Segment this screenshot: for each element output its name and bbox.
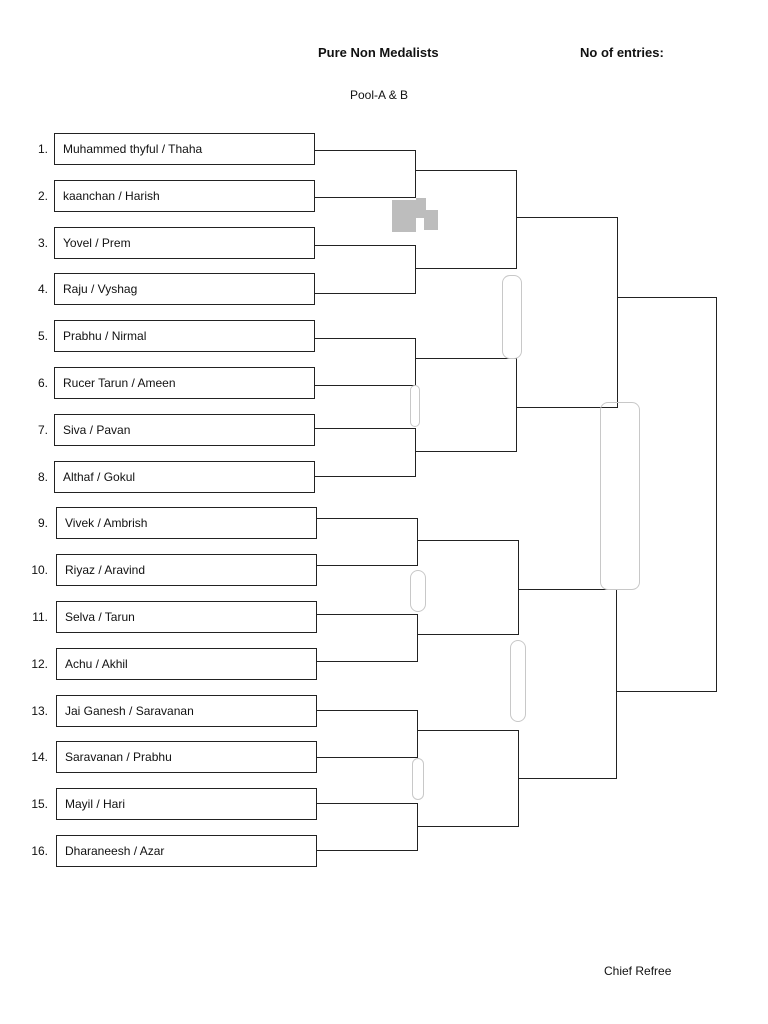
entry-name-box: Mayil / Hari [56,788,317,820]
scan-smudge [412,758,424,800]
scan-mark [392,200,416,232]
bracket-line [617,297,717,298]
entry-number: 3. [37,236,48,250]
entry-number: 16. [31,844,48,858]
entry-name-box: Riyaz / Aravind [56,554,317,586]
bracket-line [315,197,416,198]
bracket-line [417,614,418,662]
entry-name-box: Selva / Tarun [56,601,317,633]
entry-name-box: Prabhu / Nirmal [54,320,315,352]
entry-number: 11. [32,610,48,624]
bracket-line [317,614,418,615]
bracket-line [616,589,617,779]
entry-name-box: Rucer Tarun / Ameen [54,367,315,399]
bracket-line [317,518,418,519]
bracket-line [417,540,519,541]
entry-name-box: Muhammed thyful / Thaha [54,133,315,165]
scan-smudge [502,275,522,359]
bracket-line [415,338,416,386]
bracket-line [415,358,517,359]
bracket-line [417,518,418,566]
bracket-line [317,565,418,566]
bracket-line [317,757,418,758]
bracket-line [315,476,416,477]
entry-name-box: Yovel / Prem [54,227,315,259]
bracket-line [315,385,416,386]
entry-name-box: kaanchan / Harish [54,180,315,212]
entry-number: 14. [31,750,48,764]
bracket-line [317,850,418,851]
entry-number: 6. [37,376,48,390]
entry-number: 2. [37,189,48,203]
bracket-line [415,150,416,198]
entry-number: 4. [37,282,48,296]
bracket-line [516,407,618,408]
bracket-line [317,710,418,711]
entry-name-box: Raju / Vyshag [54,273,315,305]
chief-referee-label: Chief Refree [604,964,672,978]
scan-smudge [410,385,420,427]
bracket-line [516,170,517,269]
bracket-line [417,803,418,851]
bracket-line [315,428,416,429]
entry-name-box: Vivek / Ambrish [56,507,317,539]
entry-name-box: Althaf / Gokul [54,461,315,493]
bracket-line [516,217,618,218]
scan-mark [424,210,438,230]
bracket-line [417,710,418,758]
entry-name-box: Siva / Pavan [54,414,315,446]
bracket-line [716,297,717,692]
entry-number: 15. [31,797,48,811]
entry-name-box: Dharaneesh / Azar [56,835,317,867]
scan-smudge [510,640,526,722]
bracket-line [415,428,416,477]
entry-name-box: Jai Ganesh / Saravanan [56,695,317,727]
bracket-line [317,803,418,804]
bracket-line [415,268,517,269]
entry-number: 8. [37,470,48,484]
pool-label: Pool-A & B [350,88,409,102]
entry-number: 9. [37,516,48,530]
entry-number: 13. [31,704,48,718]
entry-number: 1. [37,142,48,156]
bracket-line [518,778,617,779]
bracket-line [617,217,618,408]
scan-smudge [410,570,426,612]
entry-number: 10. [31,563,48,577]
entry-name-box: Achu / Akhil [56,648,317,680]
bracket-line [315,293,416,294]
bracket-line [415,451,517,452]
bracket-line [516,358,517,452]
bracket-line [417,634,519,635]
scan-mark [416,198,426,218]
entry-number: 5. [37,329,48,343]
bracket-line [315,245,416,246]
bracket-line [518,589,617,590]
bracket-line [315,150,416,151]
bracket-line [415,245,416,294]
bracket-line [315,338,416,339]
bracket-line [317,661,418,662]
bracket-line [415,170,517,171]
entry-number: 7. [37,423,48,437]
entries-count-label: No of entries: [580,45,664,60]
bracket-line [417,826,519,827]
page-title: Pure Non Medalists [318,45,439,60]
entry-name-box: Saravanan / Prabhu [56,741,317,773]
bracket-line [616,691,717,692]
scan-smudge [600,402,640,590]
entry-number: 12. [31,657,48,671]
bracket-line [518,540,519,635]
bracket-line [417,730,519,731]
